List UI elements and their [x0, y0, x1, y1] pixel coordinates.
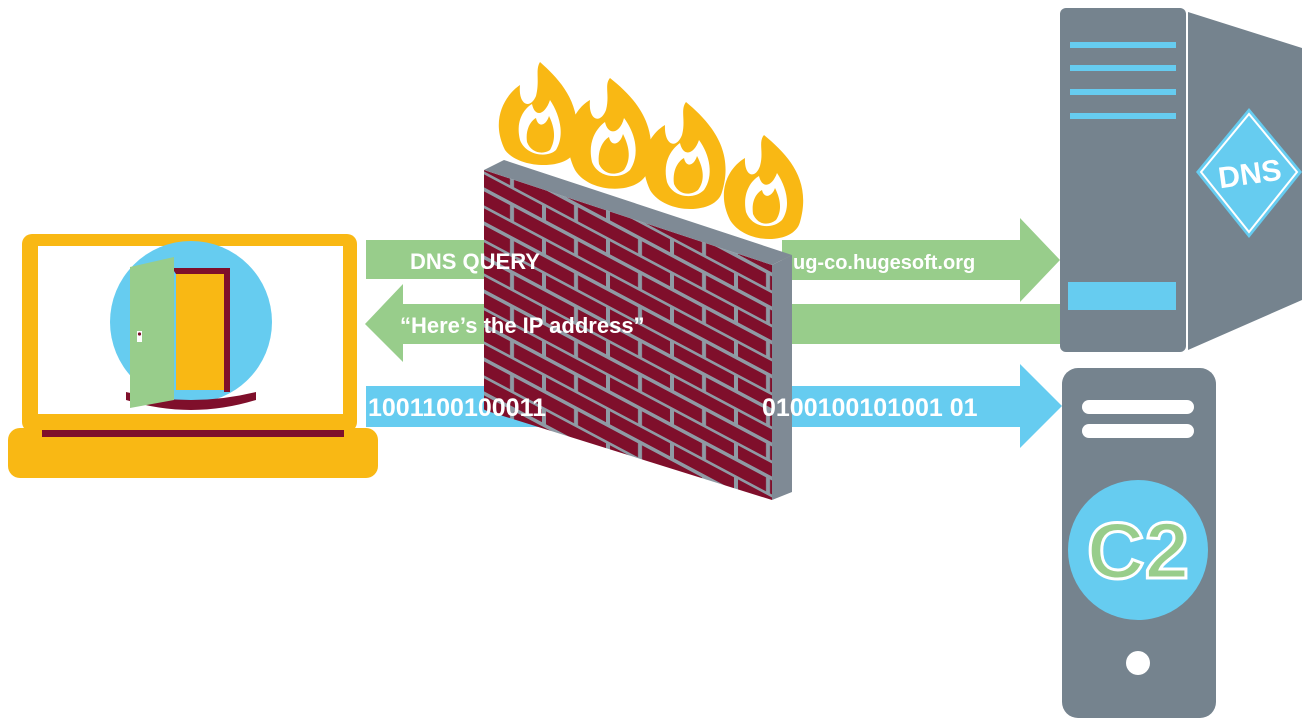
dns-server-icon: DNS	[1060, 8, 1302, 352]
c2-server-icon: C2	[1062, 368, 1216, 718]
firewall-wall	[484, 160, 792, 500]
c2-server-label: C2	[1087, 506, 1189, 595]
binary-data-right-label: 0100100101001 01	[762, 394, 978, 422]
binary-data-left-label: 1001100100011	[368, 394, 546, 422]
dns-badge: DNS	[1196, 108, 1302, 238]
flame-icon	[498, 62, 578, 165]
flame-icon	[568, 78, 652, 189]
dns-query-domain-label: ug-co.hugesoft.org	[793, 252, 975, 274]
dns-query-label: DNS QUERY	[410, 249, 540, 274]
laptop-icon	[8, 234, 378, 478]
dns-response-label: “Here’s the IP address”	[400, 313, 645, 338]
open-door-icon	[110, 241, 272, 410]
flame-icon	[643, 102, 726, 210]
flame-icon	[723, 135, 804, 240]
